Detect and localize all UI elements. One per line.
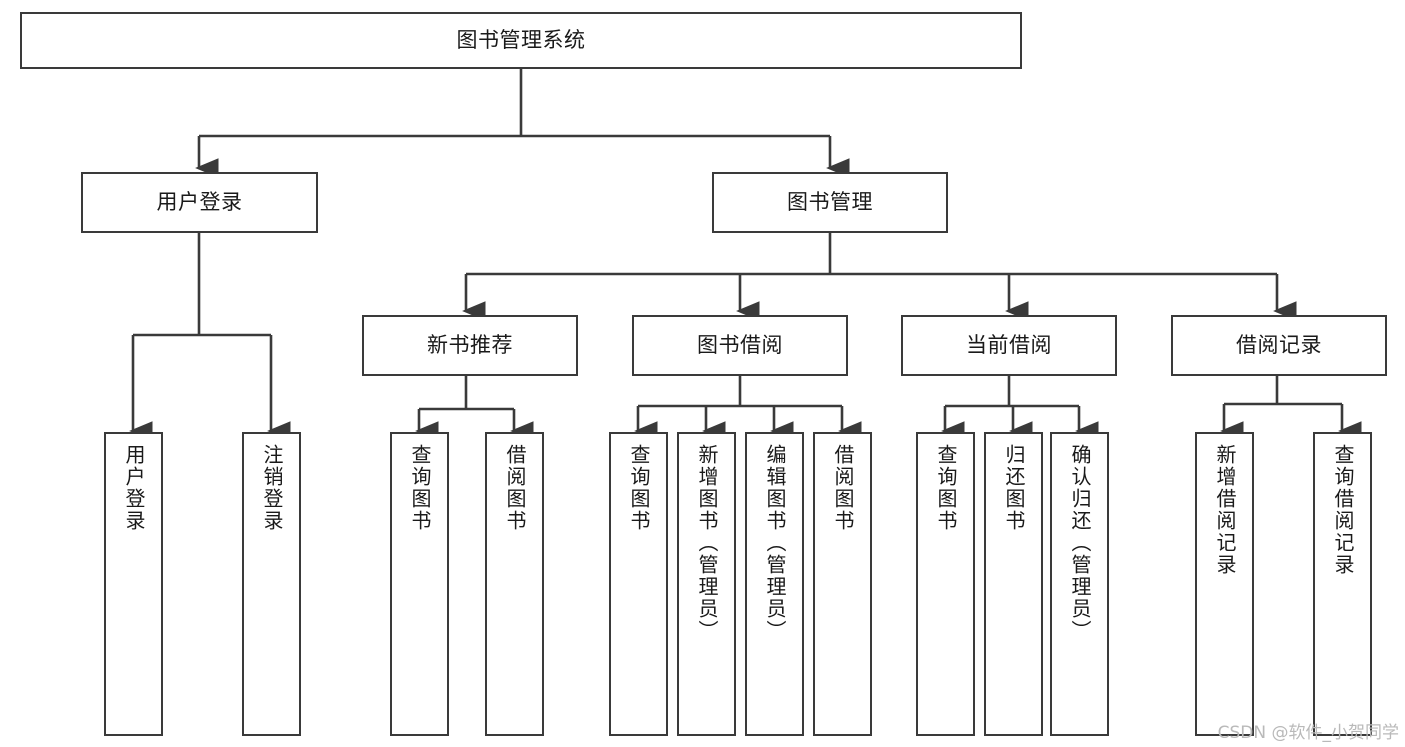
node-leaf-add-record-label: 新增借阅记录	[1213, 444, 1237, 576]
node-user-login-label: 用户登录	[156, 189, 243, 214]
node-new-book-recommend-label: 新书推荐	[427, 332, 513, 357]
node-user-login[interactable]: 用户登录	[81, 172, 318, 233]
node-leaf-query-book-2-label: 查询图书	[627, 444, 651, 532]
node-leaf-edit-book-label: 编辑图书（管理员）	[763, 444, 787, 642]
node-leaf-borrow-book-1[interactable]: 借阅图书	[485, 432, 544, 736]
node-borrow-record-label: 借阅记录	[1236, 332, 1322, 357]
node-leaf-return-book-label: 归还图书	[1002, 444, 1026, 532]
node-leaf-edit-book[interactable]: 编辑图书（管理员）	[745, 432, 804, 736]
node-leaf-confirm-return[interactable]: 确认归还（管理员）	[1050, 432, 1109, 736]
node-leaf-add-book[interactable]: 新增图书（管理员）	[677, 432, 736, 736]
node-root-label: 图书管理系统	[456, 27, 586, 52]
node-new-book-recommend[interactable]: 新书推荐	[362, 315, 578, 376]
node-leaf-query-book-2[interactable]: 查询图书	[609, 432, 668, 736]
node-book-borrow[interactable]: 图书借阅	[632, 315, 848, 376]
node-leaf-query-record-label: 查询借阅记录	[1331, 444, 1355, 576]
node-leaf-borrow-book-2-label: 借阅图书	[831, 444, 855, 532]
node-leaf-query-book-1[interactable]: 查询图书	[390, 432, 449, 736]
node-book-management[interactable]: 图书管理	[712, 172, 948, 233]
node-leaf-logout-label: 注销登录	[260, 444, 284, 532]
node-leaf-query-record[interactable]: 查询借阅记录	[1313, 432, 1372, 736]
node-leaf-borrow-book-2[interactable]: 借阅图书	[813, 432, 872, 736]
watermark: CSDN @软件_小贺同学	[1217, 723, 1399, 743]
node-borrow-record[interactable]: 借阅记录	[1171, 315, 1387, 376]
node-leaf-confirm-return-label: 确认归还（管理员）	[1068, 444, 1092, 642]
node-leaf-add-record[interactable]: 新增借阅记录	[1195, 432, 1254, 736]
node-current-borrow[interactable]: 当前借阅	[901, 315, 1117, 376]
node-leaf-add-book-label: 新增图书（管理员）	[695, 444, 719, 642]
node-book-borrow-label: 图书借阅	[697, 332, 783, 357]
node-leaf-query-book-1-label: 查询图书	[408, 444, 432, 532]
node-current-borrow-label: 当前借阅	[966, 332, 1052, 357]
node-leaf-query-book-3[interactable]: 查询图书	[916, 432, 975, 736]
node-book-management-label: 图书管理	[787, 189, 873, 214]
node-leaf-logout[interactable]: 注销登录	[242, 432, 301, 736]
node-root[interactable]: 图书管理系统	[20, 12, 1022, 69]
node-leaf-query-book-3-label: 查询图书	[934, 444, 958, 532]
node-leaf-user-login-label: 用户登录	[122, 444, 146, 532]
node-leaf-user-login[interactable]: 用户登录	[104, 432, 163, 736]
node-leaf-return-book[interactable]: 归还图书	[984, 432, 1043, 736]
node-leaf-borrow-book-1-label: 借阅图书	[503, 444, 527, 532]
